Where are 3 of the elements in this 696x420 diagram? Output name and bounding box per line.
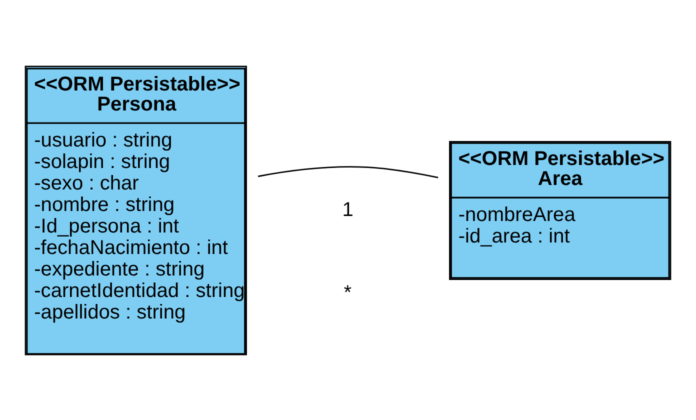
connector (258, 166, 438, 178)
label: 1 (342, 198, 354, 220)
label: * (344, 281, 352, 304)
